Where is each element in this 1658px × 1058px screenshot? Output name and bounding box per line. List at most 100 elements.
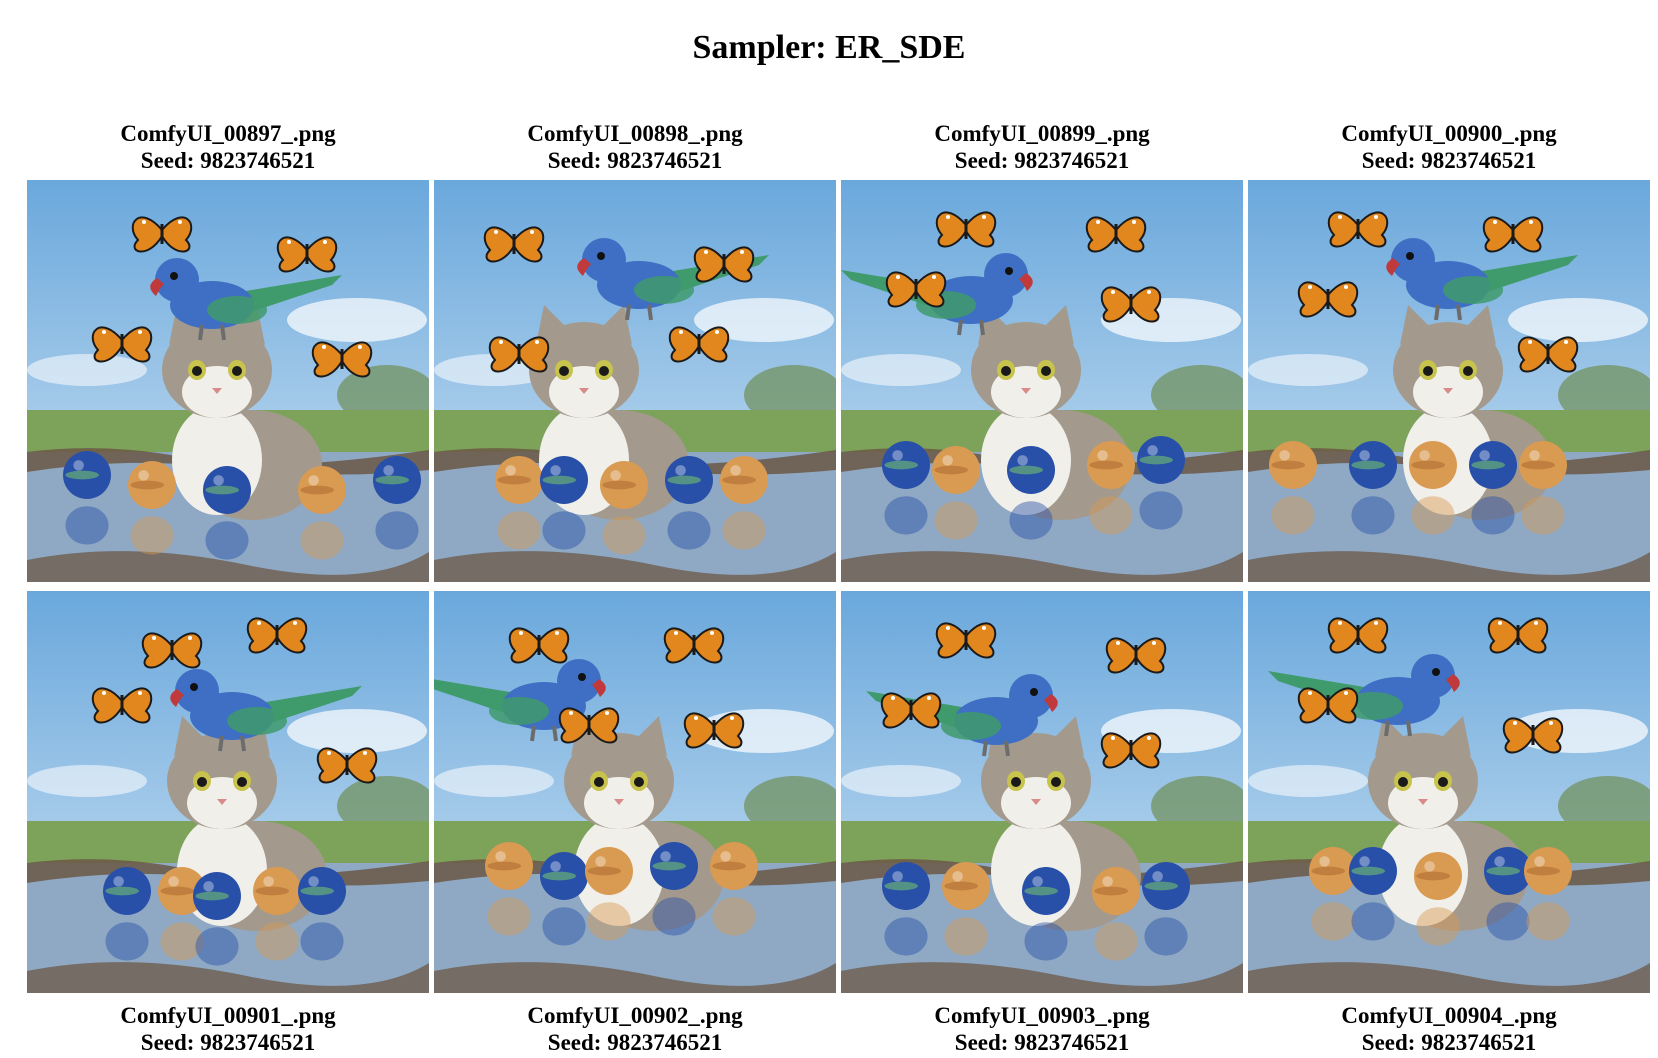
planet-sphere	[540, 456, 588, 550]
butterfly	[276, 236, 338, 273]
butterfly	[1517, 336, 1579, 373]
image-filename: ComfyUI_00902_.png	[527, 1003, 743, 1028]
image-caption: ComfyUI_00901_.png Seed: 9823746521	[27, 1002, 429, 1056]
butterfly	[880, 692, 942, 729]
image-caption: ComfyUI_00897_.png Seed: 9823746521	[27, 120, 429, 174]
image-seed: Seed: 9823746521	[954, 148, 1130, 173]
butterfly	[483, 226, 545, 263]
image-seed: Seed: 9823746521	[1361, 1030, 1537, 1055]
planet-sphere	[1519, 441, 1567, 535]
generated-image	[27, 591, 429, 993]
generated-image	[27, 180, 429, 582]
planet-sphere	[158, 867, 206, 961]
butterfly	[1327, 211, 1389, 248]
butterfly	[693, 246, 755, 283]
planet-sphere	[1092, 867, 1140, 961]
planet-sphere	[600, 461, 648, 555]
butterfly	[488, 336, 550, 373]
planet-sphere	[1524, 847, 1572, 941]
planet-sphere	[585, 847, 633, 941]
butterfly	[683, 712, 745, 749]
planet-sphere	[103, 867, 151, 961]
butterfly	[663, 627, 725, 664]
butterfly	[885, 271, 947, 308]
butterfly	[558, 707, 620, 744]
image-seed: Seed: 9823746521	[954, 1030, 1130, 1055]
planet-sphere	[193, 872, 241, 966]
planet-sphere	[540, 852, 588, 946]
generated-image	[841, 180, 1243, 582]
butterfly	[1100, 732, 1162, 769]
butterfly	[668, 326, 730, 363]
butterfly	[91, 326, 153, 363]
planet-sphere	[485, 842, 533, 936]
image-seed: Seed: 9823746521	[547, 148, 723, 173]
generated-image	[434, 591, 836, 993]
planet-sphere	[1137, 436, 1185, 530]
image-filename: ComfyUI_00898_.png	[527, 121, 743, 146]
planet-sphere	[882, 441, 930, 535]
butterfly	[1327, 617, 1389, 654]
generated-image	[434, 180, 836, 582]
image-caption: ComfyUI_00898_.png Seed: 9823746521	[434, 120, 836, 174]
planet-sphere	[932, 446, 980, 540]
image-seed: Seed: 9823746521	[140, 1030, 316, 1055]
image-seed: Seed: 9823746521	[1361, 148, 1537, 173]
butterfly	[246, 617, 308, 654]
butterfly	[1482, 216, 1544, 253]
planet-sphere	[710, 842, 758, 936]
butterfly	[935, 622, 997, 659]
image-filename: ComfyUI_00901_.png	[120, 1003, 336, 1028]
planet-sphere	[720, 456, 768, 550]
image-caption: ComfyUI_00904_.png Seed: 9823746521	[1248, 1002, 1650, 1056]
planet-sphere	[495, 456, 543, 550]
butterfly	[91, 687, 153, 724]
planet-sphere	[665, 456, 713, 550]
planet-sphere	[1087, 441, 1135, 535]
planet-sphere	[203, 466, 251, 560]
butterfly	[508, 627, 570, 664]
parrot	[170, 669, 362, 752]
butterfly	[1297, 281, 1359, 318]
planet-sphere	[1269, 441, 1317, 535]
image-filename: ComfyUI_00904_.png	[1341, 1003, 1557, 1028]
generated-image	[1248, 591, 1650, 993]
butterfly	[311, 341, 373, 378]
image-filename: ComfyUI_00900_.png	[1341, 121, 1557, 146]
planet-sphere	[1309, 847, 1357, 941]
butterfly	[1085, 216, 1147, 253]
image-filename: ComfyUI_00897_.png	[120, 121, 336, 146]
planet-sphere	[373, 456, 421, 550]
planet-sphere	[1469, 441, 1517, 535]
butterfly	[1297, 687, 1359, 724]
butterfly	[141, 632, 203, 669]
planet-sphere	[128, 461, 176, 555]
butterfly	[131, 216, 193, 253]
planet-sphere	[298, 466, 346, 560]
generated-image	[1248, 180, 1650, 582]
planet-sphere	[882, 862, 930, 956]
parrot	[1386, 238, 1578, 321]
butterfly	[1105, 637, 1167, 674]
image-filename: ComfyUI_00903_.png	[934, 1003, 1150, 1028]
image-caption: ComfyUI_00900_.png Seed: 9823746521	[1248, 120, 1650, 174]
planet-sphere	[1409, 441, 1457, 535]
planet-sphere	[1142, 862, 1190, 956]
image-caption: ComfyUI_00899_.png Seed: 9823746521	[841, 120, 1243, 174]
planet-sphere	[1349, 441, 1397, 535]
planet-sphere	[298, 867, 346, 961]
image-filename: ComfyUI_00899_.png	[934, 121, 1150, 146]
planet-sphere	[1414, 852, 1462, 946]
page-title: Sampler: ER_SDE	[692, 29, 966, 66]
planet-sphere	[1007, 446, 1055, 540]
image-seed: Seed: 9823746521	[547, 1030, 723, 1055]
image-seed: Seed: 9823746521	[140, 148, 316, 173]
planet-sphere	[1349, 847, 1397, 941]
image-caption: ComfyUI_00903_.png Seed: 9823746521	[841, 1002, 1243, 1056]
planet-sphere	[650, 842, 698, 936]
butterfly	[1100, 286, 1162, 323]
parrot	[150, 258, 342, 341]
image-caption: ComfyUI_00902_.png Seed: 9823746521	[434, 1002, 836, 1056]
planet-sphere	[63, 451, 111, 545]
planet-sphere	[253, 867, 301, 961]
